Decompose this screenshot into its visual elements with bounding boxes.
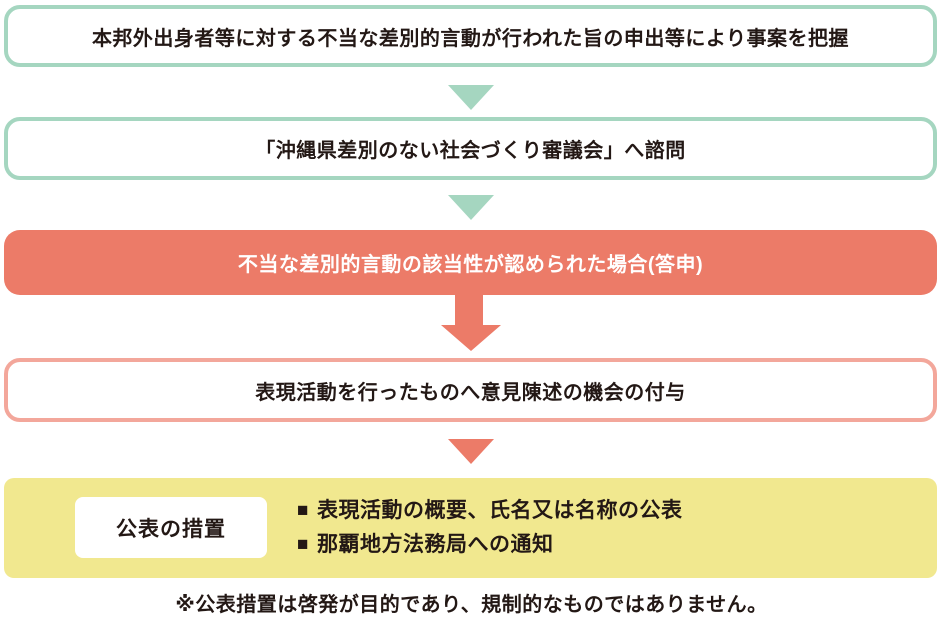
thick-down-arrow-icon bbox=[455, 295, 483, 326]
measures-item-list: ■ 表現活動の概要、氏名又は名称の公表 ■ 那覇地方法務局への通知 bbox=[297, 495, 682, 561]
measure-item-label: 那覇地方法務局への通知 bbox=[316, 533, 554, 556]
down-arrow-icon bbox=[448, 85, 494, 110]
flow-step-opinion-box: 表現活動を行ったものへ意見陳述の機会の付与 bbox=[4, 358, 937, 422]
measures-panel: 公表の措置 ■ 表現活動の概要、氏名又は名称の公表 ■ 那覇地方法務局への通知 bbox=[4, 478, 937, 578]
flow-step-council-label: 「沖縄県差別のない社会づくり審議会」へ諮問 bbox=[255, 140, 686, 162]
flow-step-decision-box: 不当な差別的言動の該当性が認められた場合(答申) bbox=[4, 230, 937, 295]
down-arrow-icon bbox=[448, 439, 494, 464]
measures-label: 公表の措置 bbox=[116, 517, 226, 541]
thick-down-arrow-icon bbox=[441, 325, 501, 351]
list-item: ■ 表現活動の概要、氏名又は名称の公表 bbox=[297, 496, 682, 526]
square-bullet-icon: ■ bbox=[297, 534, 309, 555]
measure-item-label: 表現活動の概要、氏名又は名称の公表 bbox=[316, 499, 683, 522]
measures-label-box: 公表の措置 bbox=[75, 497, 267, 558]
square-bullet-icon: ■ bbox=[297, 500, 309, 521]
list-item: ■ 那覇地方法務局への通知 bbox=[297, 530, 682, 560]
flow-step-decision-label: 不当な差別的言動の該当性が認められた場合(答申) bbox=[237, 254, 704, 276]
footnote: ※公表措置は啓発が目的であり、規制的なものではありません。 bbox=[175, 594, 768, 616]
flow-step-council-box: 「沖縄県差別のない社会づくり審議会」へ諮問 bbox=[4, 117, 937, 180]
flow-step-report-box: 本邦外出身者等に対する不当な差別的言動が行われた旨の申出等により事案を把握 bbox=[4, 5, 937, 67]
flow-step-report-label: 本邦外出身者等に対する不当な差別的言動が行われた旨の申出等により事案を把握 bbox=[91, 27, 850, 50]
flow-step-opinion-label: 表現活動を行ったものへ意見陳述の機会の付与 bbox=[255, 381, 686, 404]
down-arrow-icon bbox=[448, 195, 494, 220]
